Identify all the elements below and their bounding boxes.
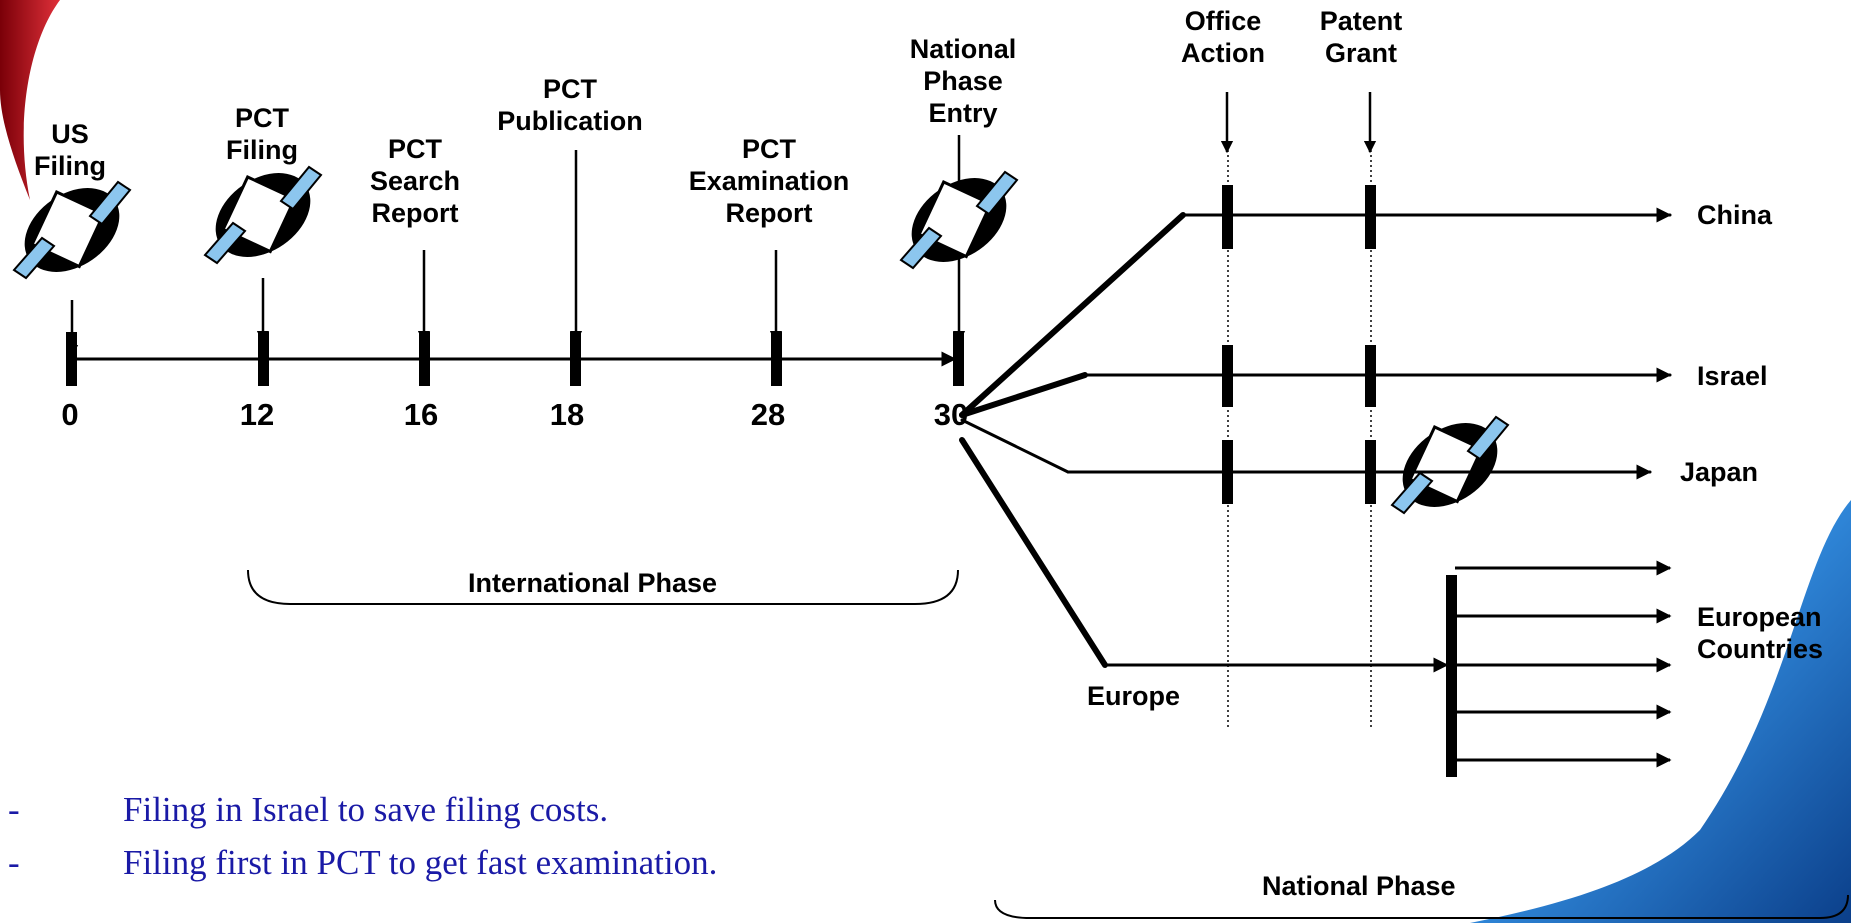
national-phase-label: National Phase bbox=[1262, 871, 1456, 901]
tick-30 bbox=[953, 332, 964, 386]
filing-hand-icon bbox=[1385, 404, 1515, 526]
milestone-ticks bbox=[1222, 185, 1376, 504]
european-validation-bar bbox=[1446, 575, 1457, 777]
tick-0 bbox=[66, 332, 77, 386]
event-label-pct-filing: PCT Filing bbox=[226, 103, 298, 165]
international-phase-brace bbox=[247, 569, 959, 605]
country-label-european-countries: European Countries bbox=[1697, 602, 1824, 664]
office-action-label: Office Action bbox=[1181, 6, 1265, 68]
month-0: 0 bbox=[61, 397, 79, 432]
country-label-europe: Europe bbox=[1087, 681, 1181, 711]
month-28: 28 bbox=[750, 397, 786, 432]
country-label-japan: Japan bbox=[1680, 457, 1759, 487]
european-country-arrows bbox=[1455, 560, 1672, 768]
month-30: 30 bbox=[933, 397, 969, 432]
timeline-ticks bbox=[66, 332, 964, 386]
blue-swoosh-decoration bbox=[1470, 500, 1851, 923]
event-label-pct-search-report: PCT Search Report bbox=[369, 134, 461, 228]
event-arrows bbox=[65, 135, 966, 358]
international-phase-label: International Phase bbox=[468, 568, 718, 598]
event-label-pct-publication: PCT Publication bbox=[497, 74, 643, 136]
national-phase-brace bbox=[994, 894, 1849, 919]
country-label-china: China bbox=[1697, 200, 1773, 230]
event-label-national-phase-entry: National Phase Entry bbox=[909, 34, 1017, 128]
milestone-guides bbox=[1220, 92, 1377, 730]
red-swoosh-decoration bbox=[0, 0, 60, 200]
tick-18 bbox=[570, 332, 581, 386]
filing-hand-icon bbox=[198, 154, 328, 276]
tick-12 bbox=[258, 332, 269, 386]
month-12: 12 bbox=[239, 397, 275, 432]
note-item: -Filing first in PCT to get fast examina… bbox=[8, 843, 718, 882]
event-label-pct-examination-report: PCT Examination Report bbox=[688, 134, 850, 228]
note-text: Filing in Israel to save filing costs. bbox=[123, 790, 609, 829]
country-label-israel: Israel bbox=[1697, 361, 1768, 391]
tick-16 bbox=[419, 332, 430, 386]
event-label-us-filing: US Filing bbox=[34, 119, 106, 181]
month-16: 16 bbox=[403, 397, 439, 432]
month-18: 18 bbox=[549, 397, 585, 432]
note-item: -Filing in Israel to save filing costs. bbox=[8, 790, 609, 829]
country-branches bbox=[959, 207, 1672, 673]
patent-grant-label: Patent Grant bbox=[1319, 6, 1403, 68]
note-text: Filing first in PCT to get fast examinat… bbox=[123, 843, 718, 882]
tick-28 bbox=[771, 332, 782, 386]
